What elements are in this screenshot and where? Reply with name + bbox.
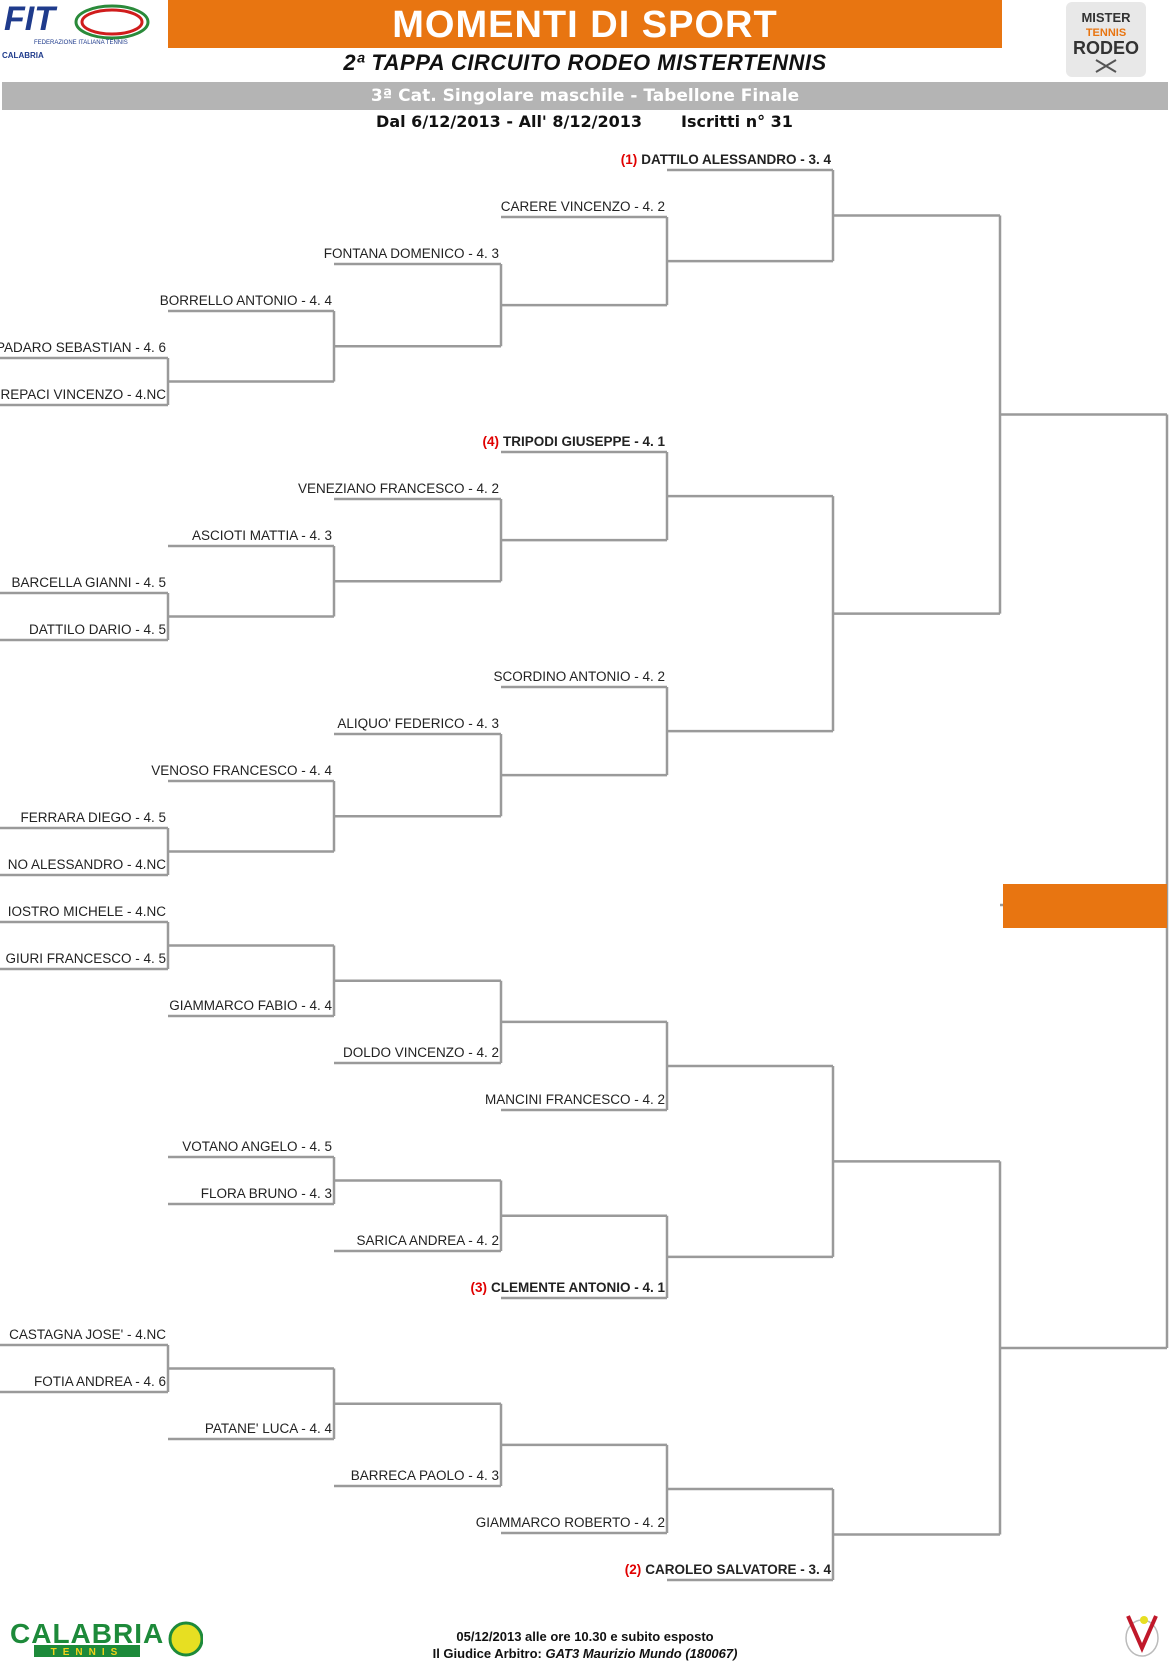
footer-note: 05/12/2013 alle ore 10.30 e subito espos… [300,1628,870,1662]
player-entry: (2)CAROLEO SALVATORE - 3. 4 [625,1561,831,1579]
player-entry: FOTIA ANDREA - 4. 6 [34,1373,166,1391]
referee-name: GAT3 Maurizio Mundo (180067) [545,1646,738,1661]
valle-sport-logo [1120,1608,1164,1660]
player-name: BARRECA PAOLO - 4. 3 [350,1468,499,1483]
player-name: NO ALESSANDRO - 4.NC [7,857,166,872]
referee-label: Il Giudice Arbitro: [432,1646,546,1661]
calabria-logo-line2: TENNIS [51,1647,124,1658]
seed-number: (2) [624,1562,642,1577]
tournament-dates: Dal 6/12/2013 - All' 8/12/2013 [376,112,643,131]
player-entry: ASCIOTI MATTIA - 4. 3 [192,527,332,545]
player-name: GIURI FRANCESCO - 4. 5 [5,951,166,966]
player-name: CARERE VINCENZO - 4. 2 [500,199,665,214]
player-entry: BARRECA PAOLO - 4. 3 [351,1467,499,1485]
player-entry: VENEZIANO FRANCESCO - 4. 2 [298,480,499,498]
player-entry: CARERE VINCENZO - 4. 2 [501,198,665,216]
fit-logo-text: FIT [4,0,58,38]
rodeo-logo-line2: TENNIS [1086,27,1126,39]
player-name: FLORA BRUNO - 4. 3 [200,1186,332,1201]
player-entry: MANCINI FRANCESCO - 4. 2 [485,1091,665,1109]
player-name: PATANE' LUCA - 4. 4 [204,1421,332,1436]
player-name: VENOSO FRANCESCO - 4. 4 [151,763,332,778]
player-name: ALIQUO' FEDERICO - 4. 3 [337,716,499,731]
rodeo-logo-line1: MISTER [1081,10,1131,25]
fit-caption: FEDERAZIONE ITALIANA TENNIS [34,40,128,46]
player-entry: FONTANA DOMENICO - 4. 3 [324,245,499,263]
player-entry: VENOSO FRANCESCO - 4. 4 [151,762,332,780]
player-entry: CASTAGNA JOSE' - 4.NC [9,1326,166,1344]
player-entry: PADARO SEBASTIAN - 4. 6 [0,339,166,357]
player-name: IOSTRO MICHELE - 4.NC [7,904,166,919]
player-entry: (4)TRIPODI GIUSEPPE - 4. 1 [482,433,665,451]
player-entry: DATTILO DARIO - 4. 5 [29,621,166,639]
footer-posted-line: 05/12/2013 alle ore 10.30 e subito espos… [456,1629,714,1644]
player-name: BARCELLA GIANNI - 4. 5 [11,575,166,590]
player-name: FOTIA ANDREA - 4. 6 [33,1374,166,1389]
player-name: GIAMMARCO ROBERTO - 4. 2 [475,1515,665,1530]
footer-referee-line: Il Giudice Arbitro: GAT3 Maurizio Mundo … [300,1645,870,1662]
player-entry: ALIQUO' FEDERICO - 4. 3 [337,715,499,733]
player-entry: REPACI VINCENZO - 4.NC [0,386,166,404]
category-bar: 3ª Cat. Singolare maschile - Tabellone F… [2,82,1168,110]
fit-logo: FIT FEDERAZIONE ITALIANA TENNIS CALABRIA [0,0,155,62]
player-name: FERRARA DIEGO - 4. 5 [20,810,166,825]
seed-number: (1) [620,152,638,167]
player-entry: FERRARA DIEGO - 4. 5 [20,809,166,827]
player-entry: BARCELLA GIANNI - 4. 5 [11,574,166,592]
player-name: DATTILO DARIO - 4. 5 [28,622,166,637]
player-name: PADARO SEBASTIAN - 4. 6 [0,340,166,355]
player-entry: (3)CLEMENTE ANTONIO - 4. 1 [470,1279,665,1297]
entries-count: Iscritti n° 31 [681,112,793,131]
player-name: VOTANO ANGELO - 4. 5 [182,1139,332,1154]
player-entry: NO ALESSANDRO - 4.NC [8,856,166,874]
player-name: CAROLEO SALVATORE - 3. 4 [645,1562,831,1577]
player-name: ASCIOTI MATTIA - 4. 3 [191,528,332,543]
player-entry: GIURI FRANCESCO - 4. 5 [5,950,166,968]
seed-number: (4) [482,434,499,449]
calabria-logo-line1: CALABRIA [10,1618,164,1649]
player-name: DOLDO VINCENZO - 4. 2 [342,1045,499,1060]
player-name: FONTANA DOMENICO - 4. 3 [323,246,499,261]
winner-slot [1003,884,1167,928]
player-name: SCORDINO ANTONIO - 4. 2 [493,669,665,684]
player-name: BORRELLO ANTONIO - 4. 4 [159,293,332,308]
player-entry: PATANE' LUCA - 4. 4 [205,1420,332,1438]
tournament-subtitle: 2ª TAPPA CIRCUITO RODEO MISTERTENNIS [343,50,827,75]
player-name: SARICA ANDREA - 4. 2 [356,1233,499,1248]
player-entry: VOTANO ANGELO - 4. 5 [182,1138,332,1156]
player-entry: SARICA ANDREA - 4. 2 [356,1232,499,1250]
player-name: VENEZIANO FRANCESCO - 4. 2 [297,481,499,496]
player-entry: DOLDO VINCENZO - 4. 2 [343,1044,499,1062]
player-entry: BORRELLO ANTONIO - 4. 4 [160,292,332,310]
player-name: DATTILO ALESSANDRO - 3. 4 [641,152,831,167]
player-name: GIAMMARCO FABIO - 4. 4 [169,998,332,1013]
player-name: TRIPODI GIUSEPPE - 4. 1 [502,434,665,449]
calabria-tennis-logo: CALABRIA TENNIS [8,1617,204,1659]
seed-number: (3) [470,1280,487,1295]
page-title: MOMENTI DI SPORT [168,0,1002,48]
player-entry: (1)DATTILO ALESSANDRO - 3. 4 [621,151,831,169]
player-entry: IOSTRO MICHELE - 4.NC [8,903,166,921]
rodeo-logo-line3: RODEO [1073,38,1139,58]
player-entry: GIAMMARCO ROBERTO - 4. 2 [476,1514,665,1532]
player-name: CLEMENTE ANTONIO - 4. 1 [490,1280,665,1295]
player-name: REPACI VINCENZO - 4.NC [0,387,166,402]
player-entry: GIAMMARCO FABIO - 4. 4 [169,997,332,1015]
mister-tennis-rodeo-logo: MISTER TENNIS RODEO [1066,2,1146,77]
player-entry: SCORDINO ANTONIO - 4. 2 [493,668,665,686]
player-entry: FLORA BRUNO - 4. 3 [201,1185,332,1203]
player-name: MANCINI FRANCESCO - 4. 2 [484,1092,665,1107]
player-name: CASTAGNA JOSE' - 4.NC [9,1327,166,1342]
date-entries-line: Dal 6/12/2013 - All' 8/12/2013 Iscritti … [0,112,1169,131]
fit-region: CALABRIA [2,51,44,60]
